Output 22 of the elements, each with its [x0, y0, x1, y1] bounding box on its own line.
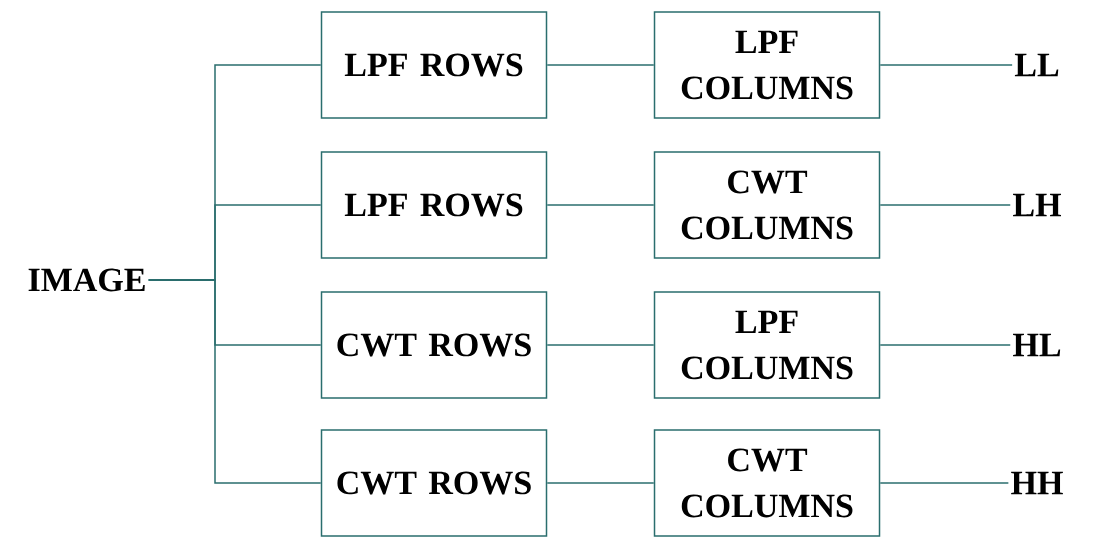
process-box: CWT COLUMNS — [653, 429, 881, 537]
output-label: LH — [1013, 193, 1061, 217]
connector-line — [879, 482, 1010, 484]
connector-line — [879, 204, 1011, 206]
connector-line — [546, 482, 655, 484]
process-box: LPF COLUMNS — [653, 291, 881, 399]
connector-line — [546, 344, 655, 346]
connector-line — [879, 344, 1011, 346]
input-label: IMAGE — [28, 268, 145, 292]
output-label: HH — [1011, 471, 1063, 495]
process-box: CWT ROWS — [320, 429, 548, 537]
process-box: CWT ROWS — [320, 291, 548, 399]
process-box: LPF ROWS — [320, 151, 548, 259]
output-label: LL — [1014, 53, 1059, 77]
connector-line — [546, 64, 655, 66]
process-box: LPF COLUMNS — [653, 11, 881, 119]
connector-line — [879, 64, 1013, 66]
connector-line — [147, 279, 322, 484]
connector-line — [546, 204, 655, 206]
process-box: CWT COLUMNS — [653, 151, 881, 259]
output-label: HL — [1013, 333, 1061, 357]
process-box: LPF ROWS — [320, 11, 548, 119]
